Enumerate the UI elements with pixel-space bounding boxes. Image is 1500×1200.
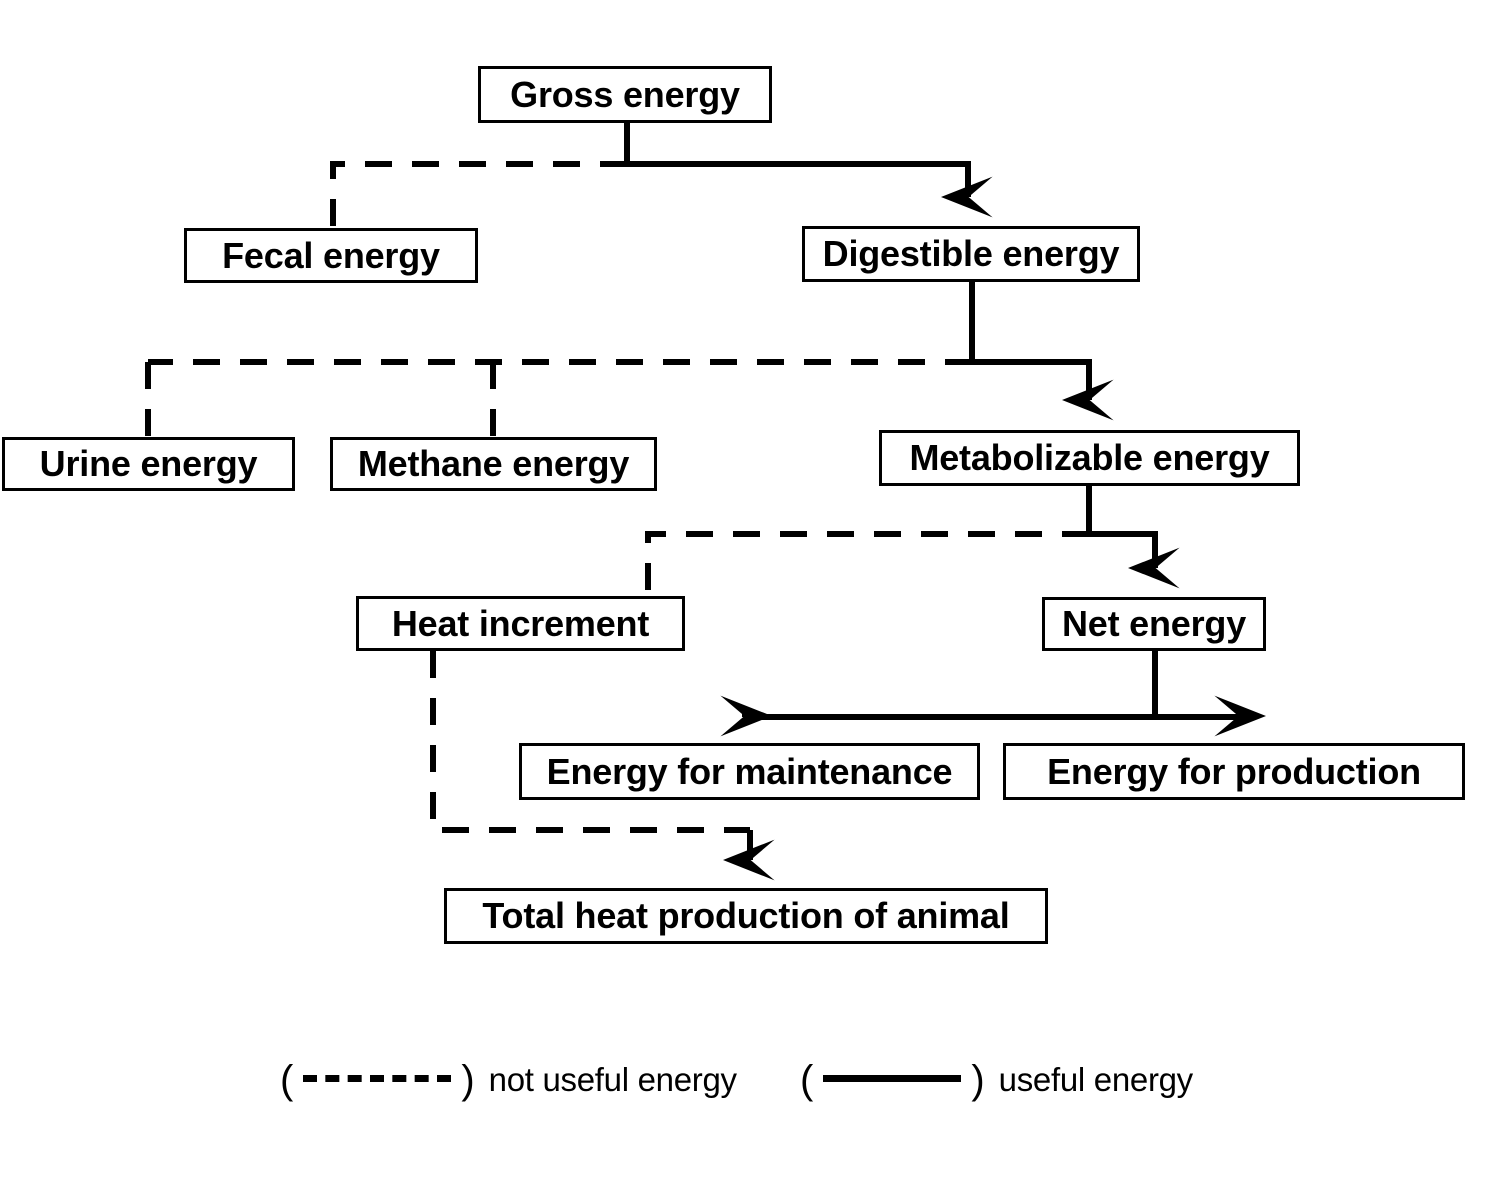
edge-metabolizable-to-net [1086,486,1180,589]
node-label-methane-energy: Methane energy [357,443,630,484]
legend-label-not-useful-energy: not useful energy [488,1061,737,1098]
edge-gross-to-digestible [624,123,993,218]
node-urine-energy[interactable]: Urine energy [2,437,295,491]
legend-item-not-useful-energy: ( ) not useful energy [280,1060,737,1100]
node-label-gross-energy: Gross energy [510,73,740,115]
legend-close-paren-useful: ) [971,1058,985,1102]
node-label-energy-for-production: Energy for production [1047,750,1421,792]
node-net-energy[interactable]: Net energy [1042,597,1266,651]
legend-open-paren-not-useful: ( [280,1058,294,1102]
node-label-fecal-energy: Fecal energy [222,234,440,276]
node-label-energy-for-maintenance: Energy for maintenance [546,750,953,792]
node-energy-for-maintenance[interactable]: Energy for maintenance [519,743,980,800]
edge-digestible-to-metabolizable [969,282,1114,421]
node-methane-energy[interactable]: Methane energy [330,437,657,491]
node-digestible-energy[interactable]: Digestible energy [802,226,1140,282]
node-label-metabolizable-energy: Metabolizable energy [909,437,1270,478]
node-label-urine-energy: Urine energy [39,443,258,484]
node-energy-for-production[interactable]: Energy for production [1003,743,1465,800]
legend-open-paren-useful: ( [800,1058,814,1102]
legend-dashed-line-sample [303,1074,452,1082]
node-metabolizable-energy[interactable]: Metabolizable energy [879,430,1300,486]
edge-heat-increment-to-total-heat-dashed [430,651,750,833]
node-total-heat-production[interactable]: Total heat production of animal [444,888,1048,944]
node-label-heat-increment: Heat increment [391,602,650,644]
node-label-digestible-energy: Digestible energy [822,233,1120,274]
node-label-total-heat-production: Total heat production of animal [482,895,1010,936]
legend-close-paren-not-useful: ) [461,1058,475,1102]
edge-metabolizable-to-heat-increment [645,531,1089,596]
node-fecal-energy[interactable]: Fecal energy [184,228,478,283]
legend-item-useful-energy: ( ) useful energy [800,1060,1193,1100]
edge-gross-to-fecal [330,161,627,228]
node-heat-increment[interactable]: Heat increment [356,596,685,651]
legend-label-useful-energy: useful energy [998,1061,1194,1098]
node-gross-energy[interactable]: Gross energy [478,66,772,123]
node-label-net-energy: Net energy [1061,603,1247,644]
legend-solid-line-sample [823,1074,962,1082]
